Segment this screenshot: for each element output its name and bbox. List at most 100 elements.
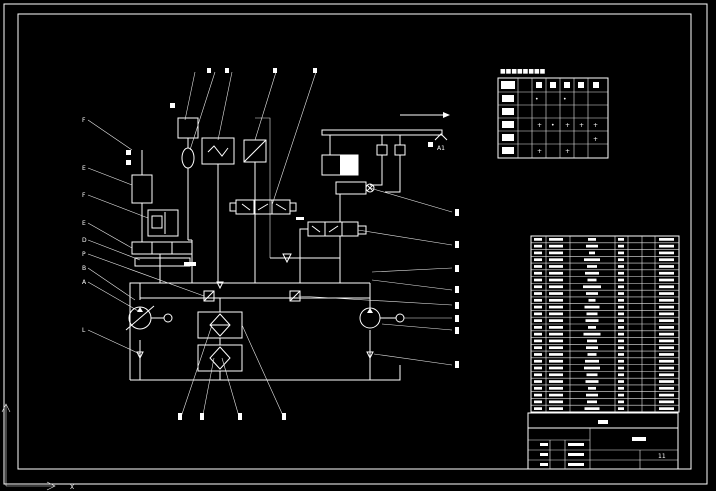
- parts-row-note: [659, 319, 674, 322]
- svg-text:•: •: [563, 96, 567, 103]
- parts-row-number: [534, 305, 542, 309]
- parts-row-note: [659, 298, 674, 302]
- parts-row-code: [549, 271, 563, 275]
- parts-row-note: [659, 285, 674, 289]
- title-block: 11: [527, 412, 679, 470]
- parts-row-note: [659, 305, 674, 309]
- parts-row-note: [659, 359, 674, 363]
- parts-row-qty: [618, 339, 624, 343]
- parts-row-qty: [618, 326, 624, 329]
- parts-row-name: [585, 319, 599, 322]
- pointer-labels-left: F E F E D P B A L A1: [82, 117, 445, 334]
- svg-text:+: +: [579, 122, 584, 129]
- parts-row-code: [549, 366, 563, 370]
- parts-row-qty: [618, 251, 624, 255]
- parts-row-code: [549, 312, 563, 316]
- parts-row-name: [587, 278, 597, 282]
- parts-row-name: [586, 244, 598, 248]
- arrow-label: A1: [437, 145, 445, 152]
- parts-row-number: [534, 400, 542, 404]
- sheet-number: 11: [658, 453, 666, 460]
- svg-text:+: +: [593, 122, 598, 129]
- parts-row-name: [584, 258, 600, 262]
- pointer-label: E: [82, 220, 86, 227]
- parts-row-note: [659, 366, 674, 370]
- parts-row-note: [659, 251, 674, 255]
- parts-row-name: [588, 298, 596, 302]
- parts-row-qty: [618, 393, 624, 397]
- parts-row-note: [659, 312, 674, 316]
- parts-row-number: [534, 292, 542, 295]
- right-actuator-group: [321, 129, 443, 222]
- parts-row-note: [659, 292, 674, 295]
- parts-list-table: [530, 235, 680, 413]
- parts-row-qty: [618, 305, 624, 309]
- filter-block: [197, 298, 243, 380]
- parts-row-number: [534, 380, 542, 383]
- parts-row-number: [534, 339, 542, 343]
- parts-row-note: [659, 380, 674, 383]
- parts-row-code: [549, 244, 563, 248]
- parts-row-name: [586, 393, 598, 397]
- parts-row-name: [583, 332, 601, 336]
- parts-row-qty: [618, 380, 624, 383]
- parts-row-note: [659, 400, 674, 404]
- center-directional-valve: [229, 199, 297, 215]
- svg-text:+: +: [537, 148, 542, 155]
- parts-row-code: [549, 339, 563, 343]
- svg-text:X: X: [70, 484, 74, 491]
- parts-row-number: [534, 366, 542, 370]
- parts-row-number: [534, 353, 542, 356]
- pump-right-icon: [359, 307, 405, 329]
- parts-row-code: [549, 380, 563, 383]
- parts-row-qty: [618, 319, 624, 322]
- hydraulic-circuit: [125, 112, 450, 381]
- parts-row-qty: [618, 292, 624, 295]
- parts-row-code: [549, 305, 563, 309]
- parts-row-note: [659, 332, 674, 336]
- parts-row-qty: [618, 298, 624, 302]
- parts-row-qty: [618, 285, 624, 289]
- parts-row-note: [659, 244, 674, 248]
- parts-row-code: [549, 298, 563, 302]
- parts-row-number: [534, 332, 542, 336]
- parts-row-code: [549, 373, 563, 377]
- parts-row-number: [534, 359, 542, 363]
- parts-row-qty: [618, 244, 624, 248]
- legend-table-title: ■■■■■■■■: [500, 68, 546, 75]
- relief-valve-icon: [203, 290, 301, 302]
- parts-row-qty: [618, 386, 624, 390]
- parts-row-name: [585, 380, 599, 383]
- parts-row-qty: [618, 265, 624, 268]
- svg-text:+: +: [537, 122, 542, 129]
- parts-row-note: [659, 373, 674, 377]
- pointer-label: P: [82, 251, 86, 258]
- parts-row-name: [587, 353, 597, 356]
- parts-row-code: [549, 285, 563, 289]
- parts-row-code: [549, 238, 563, 241]
- parts-row-number: [534, 312, 542, 316]
- parts-row-name: [585, 271, 599, 275]
- parts-row-qty: [618, 407, 624, 410]
- parts-row-note: [659, 346, 674, 350]
- parts-row-code: [549, 400, 563, 404]
- parts-row-note: [659, 265, 674, 268]
- parts-row-number: [534, 298, 542, 302]
- parts-row-name: [587, 339, 597, 343]
- parts-row-name: [589, 251, 595, 255]
- parts-row-name: [586, 292, 598, 295]
- parts-row-name: [586, 312, 598, 316]
- parts-row-code: [549, 386, 563, 390]
- parts-row-name: [588, 238, 596, 241]
- parts-row-note: [659, 278, 674, 282]
- parts-row-number: [534, 373, 542, 377]
- parts-row-code: [549, 359, 563, 363]
- pump-left-icon: [125, 305, 173, 331]
- parts-row-name: [586, 346, 598, 350]
- parts-row-name: [584, 366, 600, 370]
- parts-row-name: [587, 265, 597, 268]
- parts-row-code: [549, 393, 563, 397]
- parts-row-number: [534, 251, 542, 255]
- parts-row-qty: [618, 373, 624, 377]
